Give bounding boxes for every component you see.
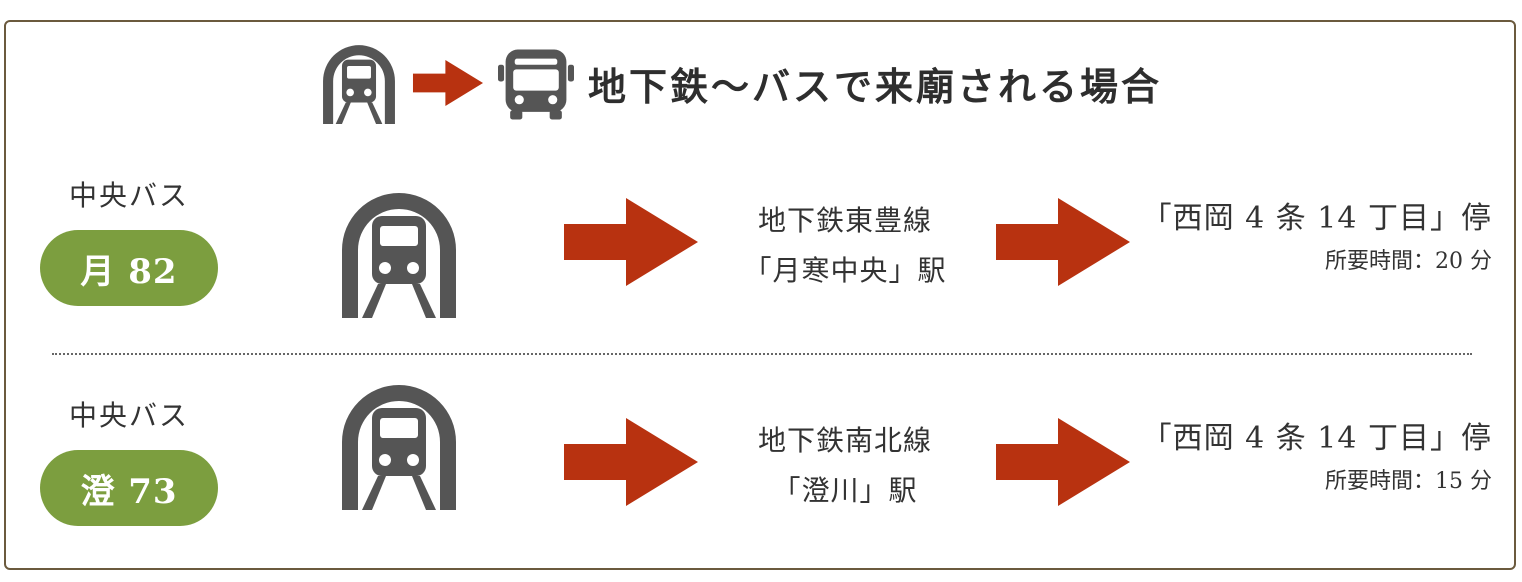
route-row: 中央バス 澄 73 地下鉄南北線 「澄川」駅 「西岡 4 条 14 丁目」停 所… xyxy=(0,385,1522,548)
station-name: 「月寒中央」駅 xyxy=(743,254,947,287)
subway-icon xyxy=(323,45,395,124)
bus-stop: 「西岡 4 条 14 丁目」停 xyxy=(1141,421,1492,456)
subway-line: 地下鉄南北線 xyxy=(757,424,932,457)
subway-icon xyxy=(342,193,456,318)
travel-time: 所要時間：15 分 xyxy=(1325,469,1492,494)
bus-operator: 中央バス xyxy=(68,399,189,432)
heading: 地下鉄〜バスで来廟される場合 xyxy=(318,42,1162,124)
transfer-station: 地下鉄東豊線 「月寒中央」駅 xyxy=(712,196,978,296)
route-badge: 澄 73 xyxy=(40,450,218,526)
bus-icon xyxy=(498,49,574,120)
arrow-icon xyxy=(996,198,1130,286)
subway-line: 地下鉄東豊線 xyxy=(757,204,932,237)
arrow-icon xyxy=(412,60,484,106)
divider xyxy=(52,353,1472,355)
bus-stop: 「西岡 4 条 14 丁目」停 xyxy=(1141,201,1492,236)
heading-title: 地下鉄〜バスで来廟される場合 xyxy=(588,63,1163,109)
arrow-icon xyxy=(564,418,698,506)
travel-time: 所要時間：20 分 xyxy=(1325,249,1492,274)
transfer-station: 地下鉄南北線 「澄川」駅 xyxy=(712,416,978,516)
route-row: 中央バス 月 82 地下鉄東豊線 「月寒中央」駅 「西岡 4 条 14 丁目」停… xyxy=(0,168,1522,328)
bus-operator: 中央バス xyxy=(68,179,189,212)
arrow-icon xyxy=(564,198,698,286)
subway-icon xyxy=(342,385,456,510)
arrow-icon xyxy=(996,418,1130,506)
destination: 「西岡 4 条 14 丁目」停 所要時間：20 分 xyxy=(1142,196,1492,282)
station-name: 「澄川」駅 xyxy=(772,474,918,507)
info-panel xyxy=(4,20,1516,570)
route-badge: 月 82 xyxy=(40,230,218,306)
destination: 「西岡 4 条 14 丁目」停 所要時間：15 分 xyxy=(1142,416,1492,502)
